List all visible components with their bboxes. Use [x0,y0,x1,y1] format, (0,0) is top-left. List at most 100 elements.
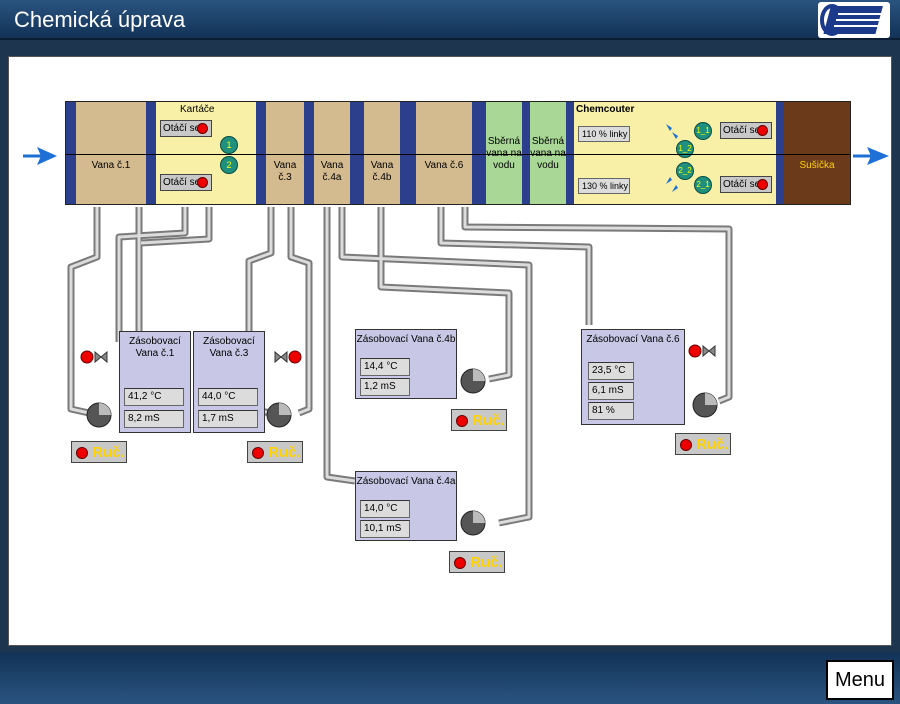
spray-nozzles-icon [666,124,678,192]
conductivity-value: 1,7 mS [198,410,258,428]
chemcouter-speed-1: 110 % linky [578,126,630,142]
manual-mode-vana-1-button[interactable]: Ruč. [71,441,127,463]
separator [472,102,486,204]
roller-2-2: 2_2 [676,162,694,180]
temperature-value: 41,2 °C [124,388,184,406]
separator [256,102,266,204]
vana-4b: Vana č.4b [364,102,400,204]
sberna-vana-1: Sběrná vana na vodu [486,102,522,204]
roller-2: 2 [220,156,238,174]
roller-1-2: 1_2 [676,140,694,158]
separator [522,102,530,204]
status-led [757,179,768,190]
manual-label: Ruč. [472,412,505,429]
pump-icon [460,510,486,536]
process-canvas: Vana č.1 Kartáče Otáčí se Otáčí se 1 2 V… [8,56,892,646]
susicka: Sušička [784,102,850,204]
roller-2-1: 2_1 [694,176,712,194]
pump-icon [692,392,718,418]
valve-icon [688,344,716,358]
conductivity-value: 6,1 mS [588,382,634,400]
vana-4b-label: Vana č.4b [370,160,394,183]
tank-vana-1: Zásobovací Vana č.1 41,2 °C 8,2 mS [119,331,191,433]
tank-title: Zásobovací Vana č.1 [129,336,181,359]
menu-button[interactable]: Menu [826,660,894,700]
separator [304,102,314,204]
status-led [454,557,466,569]
manual-mode-vana-4b-button[interactable]: Ruč. [451,409,507,431]
conductivity-value: 1,2 mS [360,378,410,396]
title-bar: Chemická úprava [0,0,900,40]
footer-bar [0,652,900,704]
sberna-vana-2: Sběrná vana na vodu [530,102,566,204]
chemcouter-section: Chemcouter 110 % linky 130 % linky Otáčí… [574,102,776,204]
level-value: 81 % [588,402,634,420]
roller-1: 1 [220,136,238,154]
status-led [76,447,88,459]
manual-label: Ruč. [696,436,729,453]
status-led [757,125,768,136]
page-title: Chemická úprava [14,7,186,32]
roller-1-1: 1_1 [694,122,712,140]
sberna-vana-1-label: Sběrná vana na vodu [486,136,522,171]
status-led [456,415,468,427]
vana-1-label: Vana č.1 [91,160,131,171]
kartace-section: Kartáče Otáčí se Otáčí se 1 2 [156,102,256,204]
manual-label: Ruč. [470,554,503,571]
status-led [680,439,692,451]
chemcouter-rotation-2[interactable]: Otáčí se [720,176,772,193]
conductivity-value: 10,1 mS [360,520,410,538]
temperature-value: 14,4 °C [360,358,410,376]
temperature-value: 23,5 °C [588,362,634,380]
tank-vana-6: Zásobovací Vana č.6 23,5 °C 6,1 mS 81 % [581,329,685,425]
manual-mode-vana-4a-button[interactable]: Ruč. [449,551,505,573]
separator [350,102,364,204]
separator [400,102,416,204]
company-logo [818,2,890,38]
vana-4a-label: Vana č.4a [320,160,344,183]
manual-mode-vana-3-button[interactable]: Ruč. [247,441,303,463]
manual-label: Ruč. [268,444,301,461]
vana-1: Vana č.1 [76,102,146,204]
line-inlet-arrow-icon [23,147,57,165]
status-led [197,177,208,188]
tank-vana-4a: Zásobovací Vana č.4a 14,0 °C 10,1 mS [355,471,457,541]
susicka-label: Sušička [799,160,835,171]
line-outlet-arrow-icon [853,147,889,165]
pump-icon [460,368,486,394]
tank-title: Zásobovací Vana č.4b [356,334,456,345]
tank-vana-4b: Zásobovací Vana č.4b 14,4 °C 1,2 mS [355,329,457,399]
valve-icon [274,350,302,364]
kartace-label: Kartáče [180,104,215,115]
pump-icon [266,402,292,428]
chemcouter-speed-2: 130 % linky [578,178,630,194]
tank-title: Zásobovací Vana č.3 [203,336,255,359]
process-line: Vana č.1 Kartáče Otáčí se Otáčí se 1 2 V… [65,101,851,205]
vana-6: Vana č.6 [416,102,472,204]
sberna-vana-2-label: Sběrná vana na vodu [530,136,566,171]
vana-3: Vana č.3 [266,102,304,204]
valve-icon [80,350,108,364]
tank-title: Zásobovací Vana č.4a [356,476,456,487]
tank-vana-3: Zásobovací Vana č.3 44,0 °C 1,7 mS [193,331,265,433]
rotation-label: Otáčí se [163,123,201,134]
conductivity-value: 8,2 mS [124,410,184,428]
status-led [197,123,208,134]
separator [776,102,784,204]
separator [566,102,574,204]
separator [146,102,156,204]
tank-title: Zásobovací Vana č.6 [586,334,680,345]
vana-6-label: Vana č.6 [424,160,464,171]
chemcouter-rotation-1[interactable]: Otáčí se [720,122,772,139]
vana-3-label: Vana č.3 [273,160,297,183]
rotation-label: Otáčí se [723,179,761,190]
pump-icon [86,402,112,428]
kartace-rotation-2[interactable]: Otáčí se [160,174,212,191]
vana-4a: Vana č.4a [314,102,350,204]
temperature-value: 14,0 °C [360,500,410,518]
pipe-network [67,207,733,527]
separator [66,102,76,204]
rotation-label: Otáčí se [163,177,201,188]
kartace-rotation-1[interactable]: Otáčí se [160,120,212,137]
manual-mode-vana-6-button[interactable]: Ruč. [675,433,731,455]
